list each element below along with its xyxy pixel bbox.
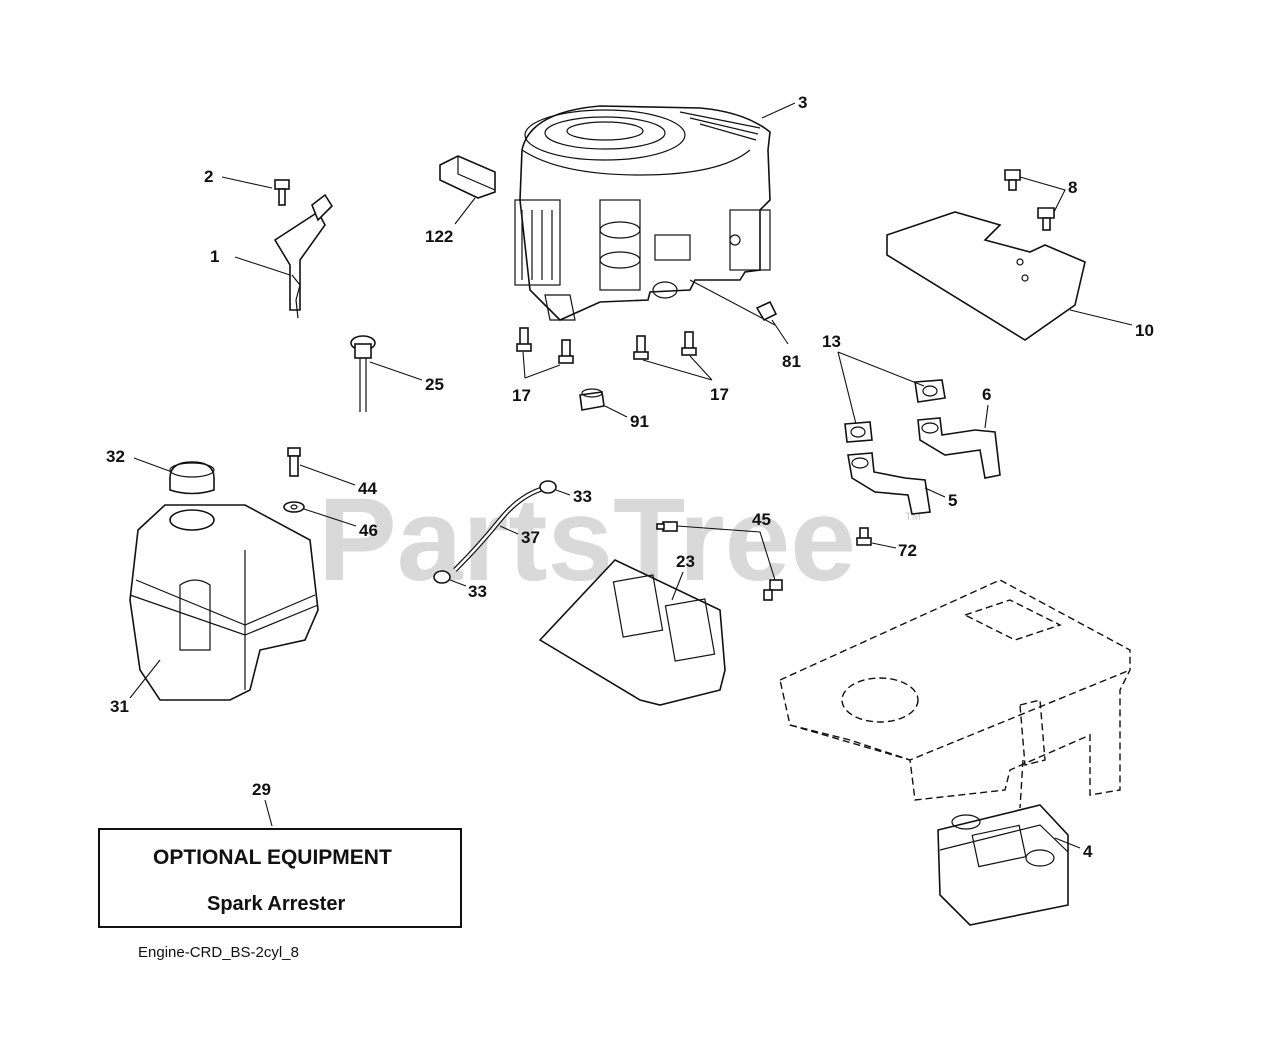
watermark-text: PartsTree	[318, 474, 856, 606]
engine-part-3[interactable]	[514, 105, 771, 321]
callout-5: 5	[948, 491, 957, 510]
optional-equipment-subtitle: Spark Arrester	[207, 893, 345, 915]
screw-part-72[interactable]	[856, 527, 872, 546]
callout-1: 1	[210, 247, 219, 266]
optional-equipment-title: OPTIONAL EQUIPMENT	[153, 846, 392, 869]
callout-31: 31	[110, 697, 129, 716]
callout-81: 81	[782, 352, 801, 371]
callout-25: 25	[425, 375, 444, 394]
callout-3: 3	[798, 93, 807, 112]
frame-outline	[779, 579, 1131, 801]
optional-equipment-box	[98, 828, 462, 928]
screw-part-2[interactable]	[274, 179, 290, 206]
screw-part-45[interactable]	[656, 521, 783, 601]
callout-6: 6	[982, 385, 991, 404]
fuel-tank-part-31[interactable]	[129, 504, 319, 701]
exhaust-pipe-part-6[interactable]	[917, 417, 1001, 479]
exhaust-pipe-part-5[interactable]	[847, 452, 931, 515]
fitting-part-81[interactable]	[755, 300, 778, 322]
callout-37: 37	[521, 528, 540, 547]
nut-part-91[interactable]	[579, 388, 605, 411]
callout-4: 4	[1083, 842, 1093, 861]
screw-part-44[interactable]	[287, 447, 301, 477]
clamp-part-33[interactable]	[433, 480, 557, 584]
heat-shield-part-10[interactable]	[886, 211, 1086, 341]
mounting-plate-part-23[interactable]	[538, 559, 726, 706]
bolt-part-8[interactable]	[1004, 169, 1055, 231]
muffler-part-4[interactable]	[937, 759, 1069, 926]
bracket-part-122[interactable]	[439, 155, 496, 199]
bolt-part-17[interactable]	[516, 327, 697, 364]
callout-17-right: 17	[710, 385, 729, 404]
fuel-line-part-37[interactable]	[453, 485, 546, 572]
diagram-code: Engine-CRD_BS-2cyl_8	[138, 944, 299, 961]
throttle-control-part-1[interactable]	[273, 193, 334, 319]
callout-23: 23	[676, 552, 695, 571]
callout-72: 72	[898, 541, 917, 560]
callout-91: 91	[630, 412, 649, 431]
callout-44: 44	[358, 479, 377, 498]
callout-32: 32	[106, 447, 125, 466]
callout-10: 10	[1135, 321, 1154, 340]
callout-29: 29	[252, 780, 271, 799]
callout-13: 13	[822, 332, 841, 351]
callout-45: 45	[752, 510, 771, 529]
fuel-cap-part-32[interactable]	[169, 461, 215, 495]
washer-part-46[interactable]	[283, 501, 305, 513]
callout-2: 2	[204, 167, 213, 186]
callout-46: 46	[359, 521, 378, 540]
callout-33-top: 33	[573, 487, 592, 506]
callout-17-left: 17	[512, 386, 531, 405]
callout-33-bottom: 33	[468, 582, 487, 601]
callout-122: 122	[425, 227, 453, 246]
dipstick-part-25[interactable]	[350, 335, 376, 412]
callout-8: 8	[1068, 178, 1077, 197]
